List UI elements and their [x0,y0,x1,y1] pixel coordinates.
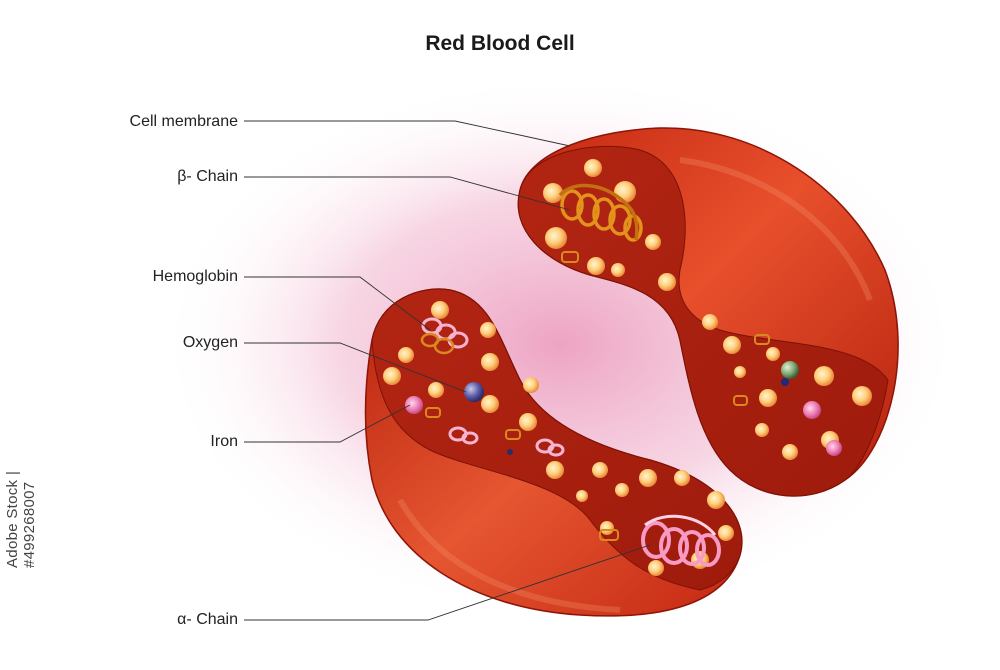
granule [645,234,661,250]
label-cell-membrane: Cell membrane [129,113,238,130]
granule [702,314,718,330]
label-hemoglobin: Hemoglobin [152,268,238,285]
granule [428,382,444,398]
granule [523,377,539,393]
oxygen-molecule-small [507,449,513,455]
upper-cell-cut-interior [517,145,889,497]
granule [759,389,777,407]
granule [481,353,499,371]
upper-cell-fold-highlight [679,157,873,302]
green-molecule [781,361,799,379]
granule [592,462,608,478]
granule [584,159,602,177]
granule [718,525,734,541]
granule [545,227,567,249]
granule [674,470,690,486]
label-iron: Iron [210,433,238,450]
granule [611,263,625,277]
granule [615,483,629,497]
leader-cell-membrane [244,120,571,147]
oxygen-molecule-small [781,378,789,386]
granule [723,336,741,354]
granule [546,461,564,479]
granule [481,395,499,413]
granules [383,159,872,576]
leader-alpha-chain [244,544,651,621]
iron-atom [405,396,423,414]
lower-cell-fold-highlight [397,498,621,613]
hemoglobin-cluster [420,317,469,355]
granule [658,273,676,291]
stock-brand: Adobe Stock [4,479,21,568]
leader-iron [244,404,411,443]
granule [600,521,614,535]
lower-cell-cut-interior [371,288,743,591]
granule [398,347,414,363]
granule [648,560,664,576]
granule [480,322,496,338]
granule [755,423,769,437]
label-oxygen: Oxygen [182,334,238,351]
granule [766,347,780,361]
leader-lines [244,120,651,621]
hemoglobin-small [425,251,770,541]
iron-atom [803,401,821,419]
lower-cell-half [364,288,743,617]
stock-credit: Adobe Stock | #499268007 [4,428,38,568]
granule [576,490,588,502]
diagram-title: Red Blood Cell [425,32,575,55]
alpha-chain-coil [641,514,721,567]
oxygen-molecule [464,382,484,402]
leader-beta-chain [244,176,571,211]
granule [519,413,537,431]
granule [852,386,872,406]
leader-oxygen [244,342,467,393]
granule [543,183,563,203]
granule [587,257,605,275]
granule [814,366,834,386]
granule [639,469,657,487]
stock-separator: | [4,470,21,476]
granule [782,444,798,460]
iron-atom [826,440,842,456]
granule [734,366,746,378]
beta-chain-coil [558,183,643,242]
granule [431,301,449,319]
granule [383,367,401,385]
leader-hemoglobin [244,276,431,331]
granule [707,491,725,509]
label-alpha-chain: α- Chain [177,611,238,628]
label-beta-chain: β- Chain [177,168,238,185]
stock-id: #499268007 [21,481,38,568]
granule [614,181,636,203]
